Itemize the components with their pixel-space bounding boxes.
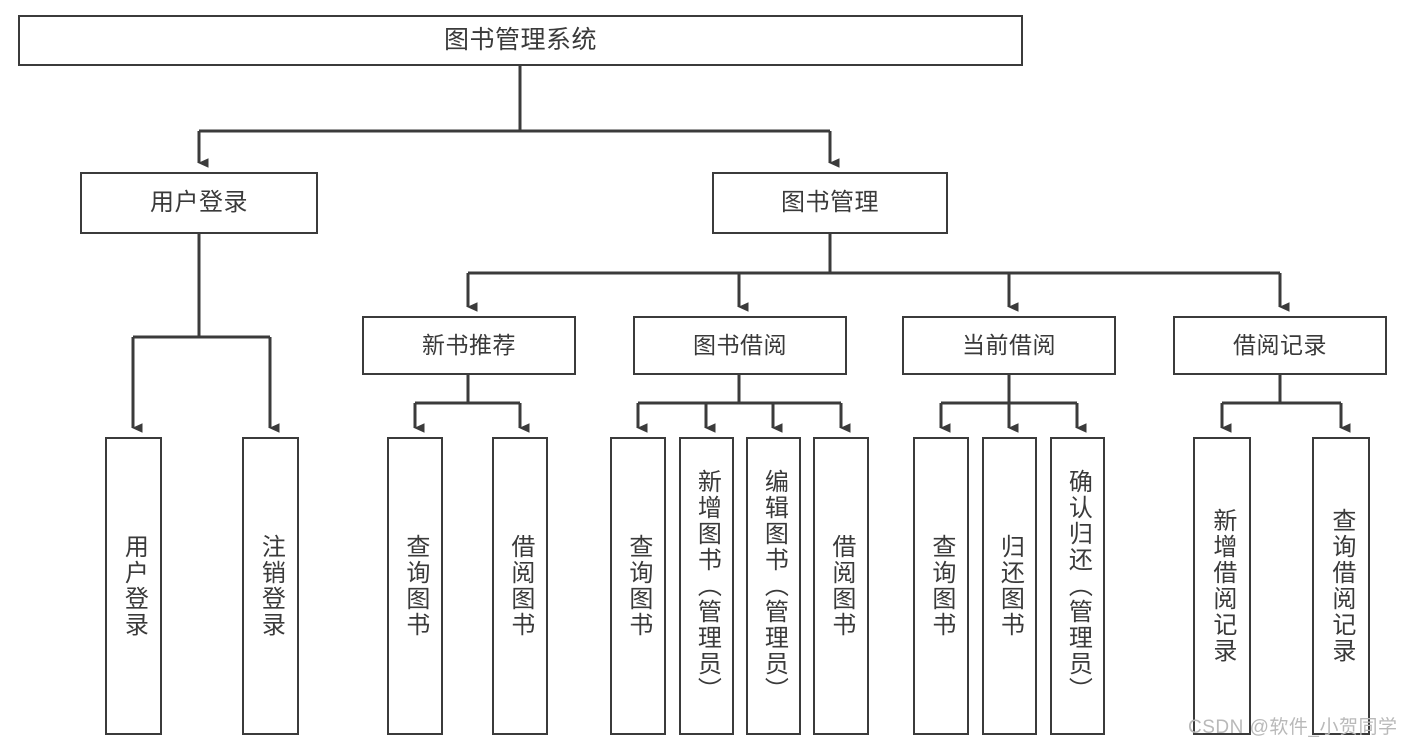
leaf-query-book-2-label: 查询图书: [624, 534, 652, 638]
leaf-user-login[interactable]: 用户登录: [105, 437, 162, 735]
leaf-return-book-label: 归还图书: [996, 534, 1024, 638]
node-current-borrow[interactable]: 当前借阅: [902, 316, 1116, 375]
leaf-query-record-label: 查询借阅记录: [1327, 508, 1355, 664]
leaf-add-record[interactable]: 新增借阅记录: [1193, 437, 1251, 735]
leaf-logout-label: 注销登录: [257, 534, 285, 638]
leaf-edit-book[interactable]: 编辑图书（管理员）: [746, 437, 801, 735]
node-new-book-recommend-label: 新书推荐: [422, 331, 516, 358]
leaf-return-book[interactable]: 归还图书: [982, 437, 1037, 735]
node-user-login[interactable]: 用户登录: [80, 172, 318, 234]
node-book-manage[interactable]: 图书管理: [712, 172, 948, 234]
csdn-watermark: CSDN @软件_小贺同学: [1188, 717, 1398, 738]
node-book-borrow-label: 图书借阅: [693, 331, 787, 358]
leaf-query-book-1[interactable]: 查询图书: [387, 437, 443, 735]
leaf-edit-book-label: 编辑图书（管理员）: [760, 469, 788, 703]
leaf-query-book-3[interactable]: 查询图书: [913, 437, 969, 735]
node-book-manage-label: 图书管理: [781, 188, 879, 216]
leaf-query-record[interactable]: 查询借阅记录: [1312, 437, 1370, 735]
node-current-borrow-label: 当前借阅: [962, 331, 1056, 358]
node-root-label: 图书管理系统: [443, 25, 597, 54]
leaf-add-book[interactable]: 新增图书（管理员）: [679, 437, 734, 735]
leaf-borrow-book-2[interactable]: 借阅图书: [813, 437, 869, 735]
leaf-confirm-return-label: 确认归还（管理员）: [1064, 469, 1092, 703]
leaf-add-book-label: 新增图书（管理员）: [693, 469, 721, 703]
leaf-confirm-return[interactable]: 确认归还（管理员）: [1050, 437, 1105, 735]
leaf-borrow-book-2-label: 借阅图书: [827, 534, 855, 638]
leaf-borrow-book-1[interactable]: 借阅图书: [492, 437, 548, 735]
leaf-borrow-book-1-label: 借阅图书: [506, 534, 534, 638]
node-book-borrow[interactable]: 图书借阅: [633, 316, 847, 375]
node-user-login-label: 用户登录: [150, 188, 248, 216]
leaf-query-book-2[interactable]: 查询图书: [610, 437, 666, 735]
leaf-logout[interactable]: 注销登录: [242, 437, 299, 735]
node-root[interactable]: 图书管理系统: [18, 15, 1023, 66]
leaf-query-book-3-label: 查询图书: [927, 534, 955, 638]
leaf-add-record-label: 新增借阅记录: [1208, 508, 1236, 664]
node-borrow-record-label: 借阅记录: [1233, 331, 1327, 358]
leaf-query-book-1-label: 查询图书: [401, 534, 429, 638]
node-new-book-recommend[interactable]: 新书推荐: [362, 316, 576, 375]
leaf-user-login-label: 用户登录: [120, 534, 148, 638]
node-borrow-record[interactable]: 借阅记录: [1173, 316, 1387, 375]
